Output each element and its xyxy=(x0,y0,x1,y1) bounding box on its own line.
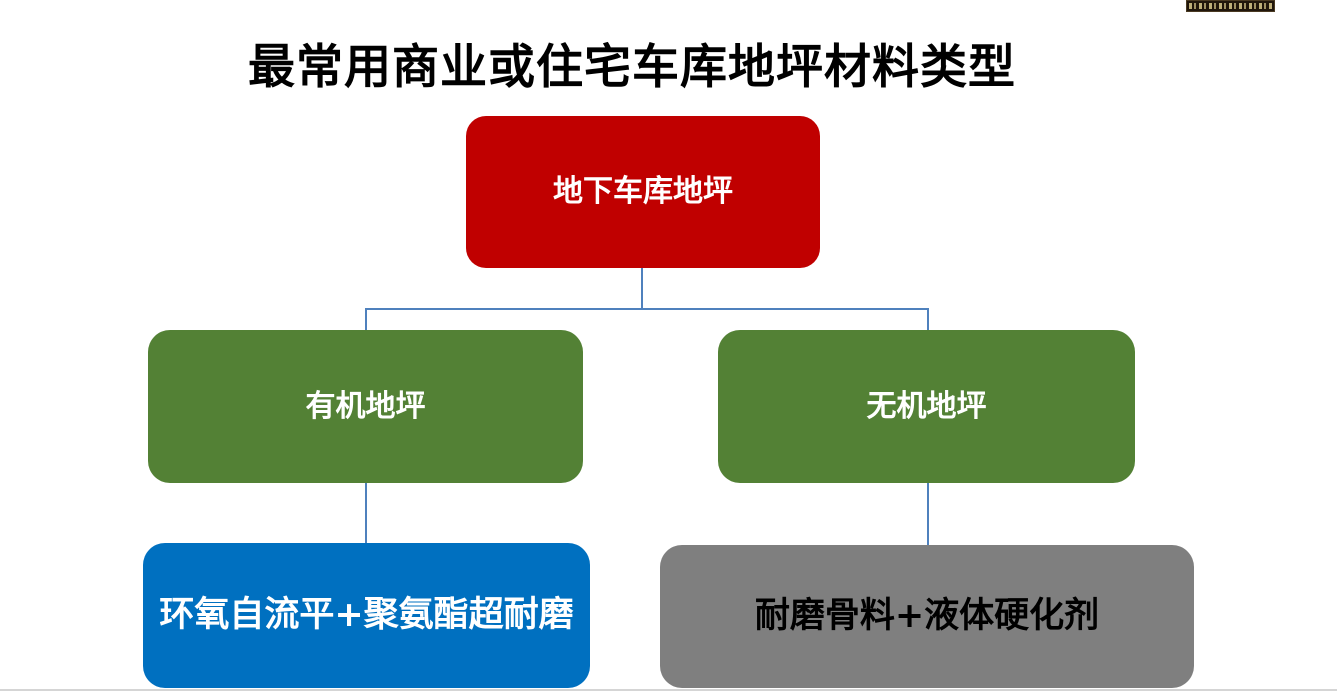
node-branch-left-label: 有机地坪 xyxy=(305,388,426,424)
watermark-glyphs xyxy=(1189,3,1272,9)
node-leaf-right-label: 耐磨骨料+液体硬化剂 xyxy=(754,595,1100,636)
page-title: 最常用商业或住宅车库地坪材料类型 xyxy=(248,40,1016,95)
node-leaf-epoxy-polyurethane: 环氧自流平+聚氨酯超耐磨 xyxy=(143,543,590,688)
node-root-label: 地下车库地坪 xyxy=(553,174,733,210)
connector-drop-right xyxy=(927,310,929,330)
connector-crossbar xyxy=(365,308,929,310)
node-leaf-left-label: 环氧自流平+聚氨酯超耐磨 xyxy=(159,594,574,635)
connector-leaf-left xyxy=(365,483,367,543)
connector-leaf-right xyxy=(927,483,929,545)
connector-root-stem xyxy=(641,268,643,310)
node-branch-organic-floor: 有机地坪 xyxy=(148,330,583,483)
node-branch-right-label: 无机地坪 xyxy=(866,388,987,424)
node-root-underground-garage-floor: 地下车库地坪 xyxy=(466,116,820,268)
node-leaf-aggregate-hardener: 耐磨骨料+液体硬化剂 xyxy=(660,545,1194,688)
connector-drop-left xyxy=(365,310,367,330)
bottom-divider-line xyxy=(0,689,1337,691)
corner-watermark-logo xyxy=(1186,0,1275,12)
node-branch-inorganic-floor: 无机地坪 xyxy=(718,330,1135,483)
